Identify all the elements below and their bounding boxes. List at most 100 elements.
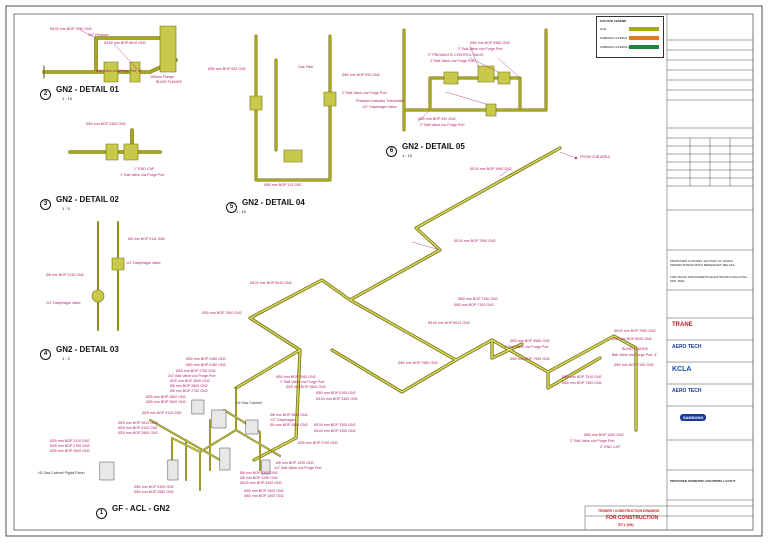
label-d3-1: 1/4" Diaphragm Valve: [126, 261, 161, 265]
label-d2-0: Ø50 mm BOP 3300 GN2: [86, 122, 126, 126]
stamp-tender: TENDER / CONSTRUCTION DRAWING: [598, 509, 660, 513]
label-acl-25: Ø4 mm BOP 2850 GN2: [270, 423, 308, 427]
detail-number-2: 2: [40, 89, 51, 100]
label-acl-21: Ø100 mm BOP 3300 GN2: [316, 397, 358, 401]
legend-row-label-1: SUBMAIN LATERAL: [600, 36, 628, 40]
title-block-drawing-title: PROPOSED ISOMETRIC GN2 PIPING LAYOUT: [670, 479, 736, 483]
label-acl-4: Ø25 mm BOP 2600 GN2: [170, 379, 210, 383]
sheet-border: [5, 5, 763, 537]
label-acl-12: Ø25 mm BOP 2800 GN2: [118, 431, 158, 435]
label-d1-1: 3/4" Reducer: [88, 33, 109, 37]
sheet-inner-border: [13, 13, 754, 531]
label-acl-20: Ø50 mm BOP 0100 GN2: [316, 391, 356, 395]
label-d1-3: Ball Valve c/w Purge Port, 6": [96, 69, 142, 73]
label-acl-31: Ø6 mm BOP 3300 GN2: [240, 471, 278, 475]
stamp-for-construction: FOR CONSTRUCTION: [606, 515, 659, 521]
label-iso-14: BLIND FLANGE: [622, 347, 648, 351]
label-iso-20: 2" Ball Valve c/w Purge Port: [570, 439, 615, 443]
label-d5-0: Ø50 mm BOP 3960 GN2: [470, 41, 510, 45]
label-iso-3: Ø100 mm BOP 8440 GN2: [250, 281, 292, 285]
label-d4-2: Ø50 mm BOP 992 GN2: [342, 73, 380, 77]
label-iso-0: FROM CUB AREA: [580, 155, 610, 159]
label-acl-22: H2 Gas Cabinet: [236, 401, 262, 405]
label-iso-15: Ball Valve c/w Purge Port, 4": [612, 353, 658, 357]
detail-01-piping: [42, 25, 178, 83]
label-d3-0: Ø6 mm BOP 2111 GN2: [128, 237, 166, 241]
label-acl-1: Ø50 mm BOP 0180 GN2: [186, 363, 226, 367]
detail-02-piping: [68, 128, 162, 161]
label-d3-3: 1/4" Diaphragm Valve: [46, 301, 81, 305]
leader-lines: [79, 29, 578, 251]
label-d4-0: Ø50 mm BOP 002 GN2: [208, 67, 246, 71]
detail-title-03: GN2 - DETAIL 03: [56, 345, 119, 354]
logo-aerotech-2: AERO TECH: [672, 388, 702, 394]
title-block-lines: [584, 14, 753, 530]
label-d5-4: Pressure Indicator Transmitter: [356, 99, 405, 103]
label-iso-9: Ø50 mm BOP 4560 GN2: [510, 339, 550, 343]
label-acl-27: Ø100 mm BOP 3300 GN2: [314, 429, 356, 433]
title-block-client: FOR TEXAS INSTRUMENTS ELECTRONICS MALAYS…: [670, 275, 748, 283]
label-d2-1: 1" END CAP: [134, 167, 155, 171]
pipe-network: [42, 25, 638, 491]
label-d1-0: Ø100 mm BOP 7990 GN2: [50, 27, 92, 31]
label-iso-16: Ø50 mm BOP 7100 GN2: [614, 363, 654, 367]
label-acl-13: Ø25 mm BOP 3110 GN2: [50, 439, 90, 443]
label-d5-5: 1/2" Diaphragm Valve: [362, 105, 397, 109]
label-iso-18: Ø50 mm BOP 7300 GN2: [562, 381, 602, 385]
label-acl-24: 1/2" Diaphragm: [270, 418, 295, 422]
label-iso-1: Ø100 mm BOP 1990 GN2: [470, 167, 512, 171]
label-d5-3: 2" Ball Valve c/w Purge Port: [430, 59, 475, 63]
detail-04-piping: [249, 34, 337, 182]
label-acl-14: Ø25 mm BOP 2750 GN2: [50, 444, 90, 448]
label-acl-10: Ø25 mm BOP 2810 GN2: [118, 421, 158, 425]
label-acl-5: Ø8 mm BOP 2800 GN2: [170, 384, 208, 388]
label-d5-7: 2" Ball Valve c/w Purge Port: [420, 123, 465, 127]
detail-scale-05: 1 : 10: [402, 153, 413, 158]
label-d4-3: 2" Ball Valve c/w Purge Port: [342, 91, 387, 95]
detail-scale-04: 1 : 10: [236, 209, 247, 214]
label-iso-11: Ø50 mm BOP 7990 GN2: [510, 357, 550, 361]
legend-row-label-2: SUBMAIN LATERAL (N2): [600, 45, 635, 49]
label-d1-4: 150mm Flange: [150, 75, 174, 79]
label-acl-3: 3/4" Ball Valve c/w Purge Port: [168, 374, 216, 378]
label-acl-18: 1" Ball Valve c/w Purge Port: [280, 380, 325, 384]
detail-title-acl: GF - ACL - GN2: [112, 504, 170, 513]
label-d5-1: 2" Ball Valve c/w Purge Port: [458, 47, 503, 51]
legend-row-label-0: GN2: [600, 27, 607, 31]
detail-05-piping: [402, 28, 548, 132]
label-acl-17: Ø50 mm BOP 2060 GN2: [276, 375, 316, 379]
detail-scale-01: 1 : 10: [62, 96, 73, 101]
label-iso-21: 2" END CAP: [600, 445, 621, 449]
detail-number-4: 4: [40, 349, 51, 360]
detail-scale-02: 1 : 5: [62, 206, 70, 211]
label-acl-23: Ø8 mm BOP 2850 GN2: [270, 413, 308, 417]
legend-swatch-1: [629, 36, 659, 40]
title-block-project: PROPOSED 2-STOREY FACTORY AT TAMAN PERIN…: [670, 259, 736, 267]
logo-aerotech-1: AERO TECH: [672, 344, 702, 350]
detail-scale-03: 1 : 2: [62, 356, 70, 361]
detail-number-1: 1: [96, 508, 107, 519]
label-iso-17: Ø50 mm BOP 7510 GN2: [562, 375, 602, 379]
label-iso-7: Ø100 mm BOP 8010 GN2: [428, 321, 470, 325]
label-d5-6: Ø50 mm BOP 930 GN2: [418, 117, 456, 121]
label-acl-30: 1/4" Ball Valve c/w Purge Port: [274, 466, 322, 470]
label-iso-19: Ø50 mm BOP 1450 GN2: [584, 433, 624, 437]
detail-number-5: 5: [226, 202, 237, 213]
label-acl-7: Ø25 mm BOP 2800 GN2: [146, 395, 186, 399]
label-acl-2: Ø25 mm BOP 2750 GN2: [176, 369, 216, 373]
label-d1-2: Ø150 mm BOP 8810 GN2: [104, 41, 146, 45]
label-acl-29: Ø6 mm BOP 1290 GN2: [276, 461, 314, 465]
label-acl-15: Ø25 mm BOP 2600 GN2: [50, 449, 90, 453]
label-acl-0: Ø50 mm BOP 0180 GN2: [186, 357, 226, 361]
label-iso-8: Ø50 mm BOP 7980 GN2: [398, 361, 438, 365]
colour-legend: COLOUR LEGEND GN2 SUBMAIN LATERAL SUBMAI…: [596, 16, 664, 58]
label-acl-32: Ø6 mm BOP 1290 GN2: [240, 476, 278, 480]
label-acl-36: Ø50 mm BOP 1500 GN2: [244, 489, 284, 493]
detail-title-05: GN2 - DETAIL 05: [402, 142, 465, 151]
label-acl-28: Ø25 mm BOP 2790 GN2: [298, 441, 338, 445]
label-acl-6: Ø6 mm BOP 2750 GN2: [170, 389, 208, 393]
label-d5-2: 2" PNEUMATIC CONTROL VALVE: [428, 53, 484, 57]
label-acl-34: Ø50 mm BOP 3300 GN2: [134, 485, 174, 489]
